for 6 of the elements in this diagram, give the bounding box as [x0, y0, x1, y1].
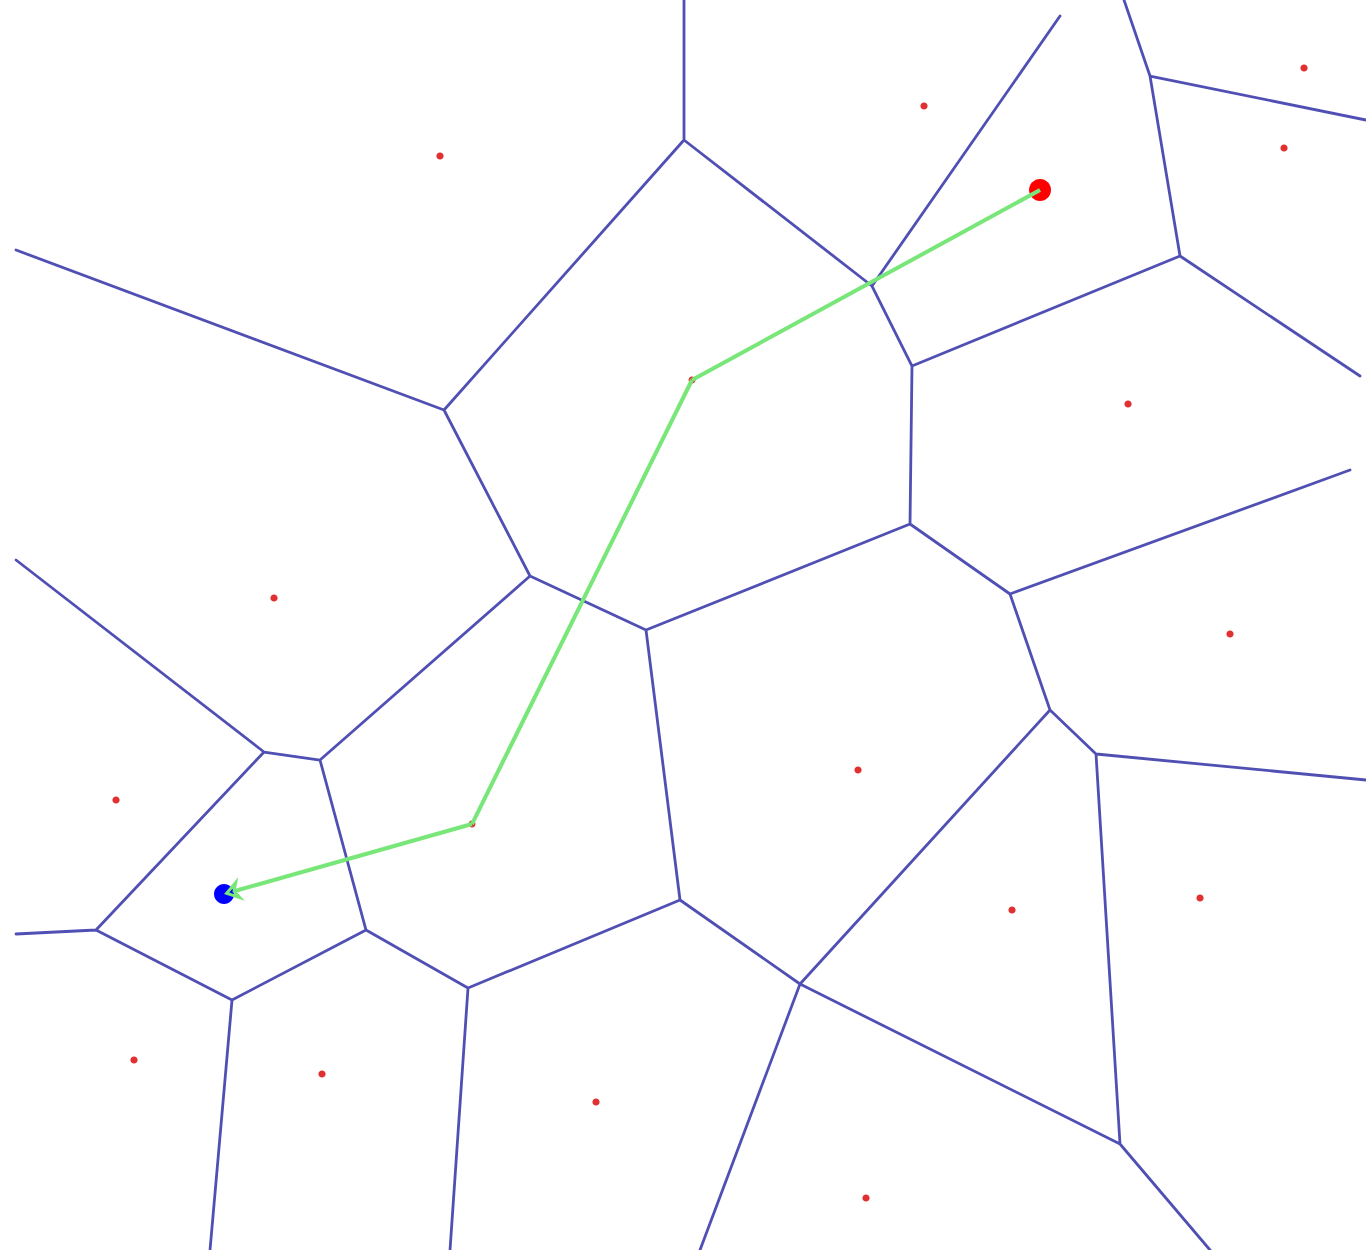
site-point: [688, 376, 696, 384]
point-marker: [214, 884, 234, 904]
site-point: [468, 820, 476, 828]
point-marker: [1029, 179, 1051, 201]
path-line: [470, 379, 694, 825]
path-line: [691, 188, 1041, 382]
